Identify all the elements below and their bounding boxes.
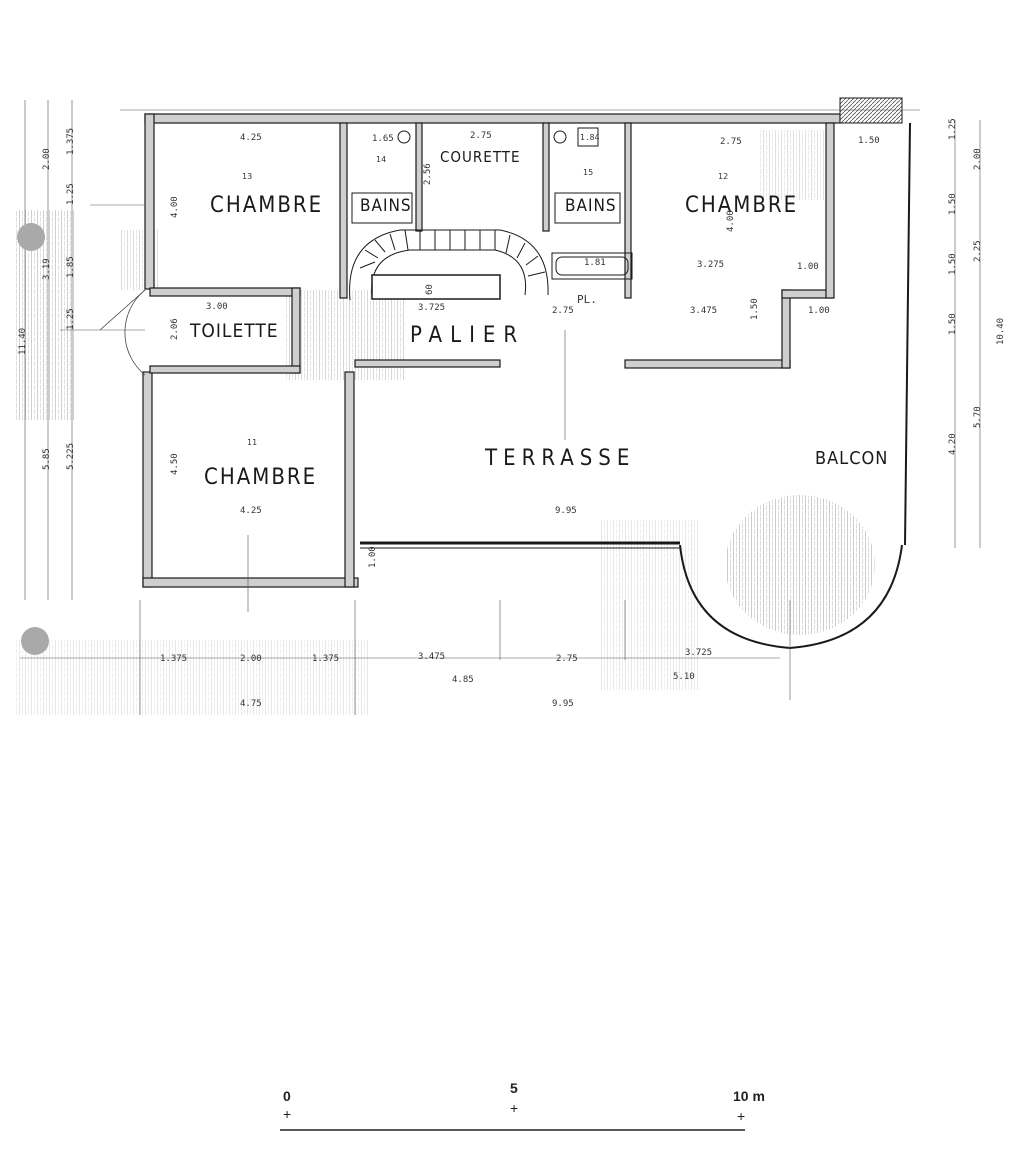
room-label-balcon: BALCON <box>815 448 889 469</box>
dim-label: 4.25 <box>240 133 262 143</box>
dim-label: 4.25 <box>240 506 262 516</box>
dim-label: 2.00 <box>973 148 983 170</box>
dim-label: 3.275 <box>697 260 725 270</box>
dim-label: 3.00 <box>206 302 228 312</box>
dim-label: 3.19 <box>42 258 52 280</box>
room-number-15: 15 <box>583 168 594 177</box>
bath-fixtures <box>351 127 633 280</box>
dim-label: 2.56 <box>423 163 433 185</box>
dim-label: 2.06 <box>170 318 180 340</box>
scale-tick-0: + <box>283 1106 292 1122</box>
room-number-12: 12 <box>718 172 729 181</box>
dim-label: 2.00 <box>42 148 52 170</box>
room-label-bains-15: BAINS <box>565 196 617 216</box>
scale-tick-5: + <box>510 1100 519 1116</box>
dim-label: 60 <box>425 284 435 295</box>
scale-label-5: 5 <box>510 1080 518 1096</box>
dim-label: 1.375 <box>66 127 76 155</box>
dim-label: 2.25 <box>973 240 983 262</box>
dim-label: 3.725 <box>418 303 446 313</box>
dim-label: 1.65 <box>372 134 394 144</box>
dim-label: 1.25 <box>66 183 76 205</box>
dim-label: 1.50 <box>858 136 880 146</box>
dim-label: 1.81 <box>584 258 606 268</box>
dim-label: 1.25 <box>948 118 958 140</box>
dim-label: 9.95 <box>552 699 574 709</box>
dim-label: 3.475 <box>690 306 718 316</box>
dim-label: 9.95 <box>555 506 577 516</box>
terrasse-edges <box>360 122 911 549</box>
hatched-corner <box>839 97 903 124</box>
dim-label: 1.50 <box>948 253 958 275</box>
door-swings <box>99 289 146 376</box>
room-label-terrasse: TERRASSE <box>485 446 636 471</box>
dim-label: 5.85 <box>42 448 52 470</box>
room-label-chambre-11: CHAMBRE <box>204 465 318 490</box>
room-label-chambre-12: CHAMBRE <box>685 193 799 218</box>
dim-label: 1.375 <box>160 654 188 664</box>
room-label-pl: PL. <box>577 293 597 306</box>
dimension-lines <box>20 100 981 715</box>
dim-label: 4.50 <box>170 453 180 475</box>
room-number-14: 14 <box>376 155 387 164</box>
walls <box>142 113 841 588</box>
marker-dot <box>17 223 45 251</box>
dim-label: 4.20 <box>948 433 958 455</box>
dim-label: 10.40 <box>996 317 1006 345</box>
scale-label-0: 0 <box>283 1088 291 1104</box>
staircase <box>349 229 549 301</box>
dim-label: 2.75 <box>720 137 742 147</box>
dim-label: 4.75 <box>240 699 262 709</box>
dim-label: 2.00 <box>240 654 262 664</box>
dim-label: 2.75 <box>470 131 492 141</box>
dim-label: 5.10 <box>673 672 695 682</box>
dim-label: 1.50 <box>948 313 958 335</box>
room-label-chambre-13: CHAMBRE <box>210 193 324 218</box>
dim-label: 3.725 <box>685 648 713 658</box>
room-number-13: 13 <box>242 172 253 181</box>
dim-label: 5.70 <box>973 406 983 428</box>
scale-label-10m: 10 m <box>733 1088 765 1104</box>
scale-tick-10: + <box>737 1108 746 1124</box>
room-number-11: 11 <box>247 438 258 447</box>
dim-label: 1.50 <box>948 193 958 215</box>
dim-label: 1.00 <box>368 546 378 568</box>
room-label-toilette: TOILETTE <box>190 320 279 342</box>
dim-label: 1.25 <box>66 308 76 330</box>
dim-label: 1.50 <box>750 298 760 320</box>
dim-label: 1.84 <box>580 133 600 142</box>
dim-label: 4.00 <box>726 210 736 232</box>
dim-label: 1.00 <box>797 262 819 272</box>
dim-label: 11.40 <box>18 327 28 355</box>
marker-dot <box>21 627 49 655</box>
dim-label: 2.75 <box>556 654 578 664</box>
dim-label: 3.475 <box>418 652 446 662</box>
dim-label: 4.00 <box>170 196 180 218</box>
dim-label: 1.375 <box>312 654 340 664</box>
dim-label: 1.00 <box>808 306 830 316</box>
dim-label: 5.225 <box>66 442 76 470</box>
room-label-bains-14: BAINS <box>360 196 412 216</box>
dim-label: 2.75 <box>552 306 574 316</box>
dim-label: 4.85 <box>452 675 474 685</box>
room-label-courette: COURETTE <box>440 148 521 166</box>
room-label-palier: PALIER <box>410 323 526 348</box>
dim-label: 1.85 <box>66 256 76 278</box>
